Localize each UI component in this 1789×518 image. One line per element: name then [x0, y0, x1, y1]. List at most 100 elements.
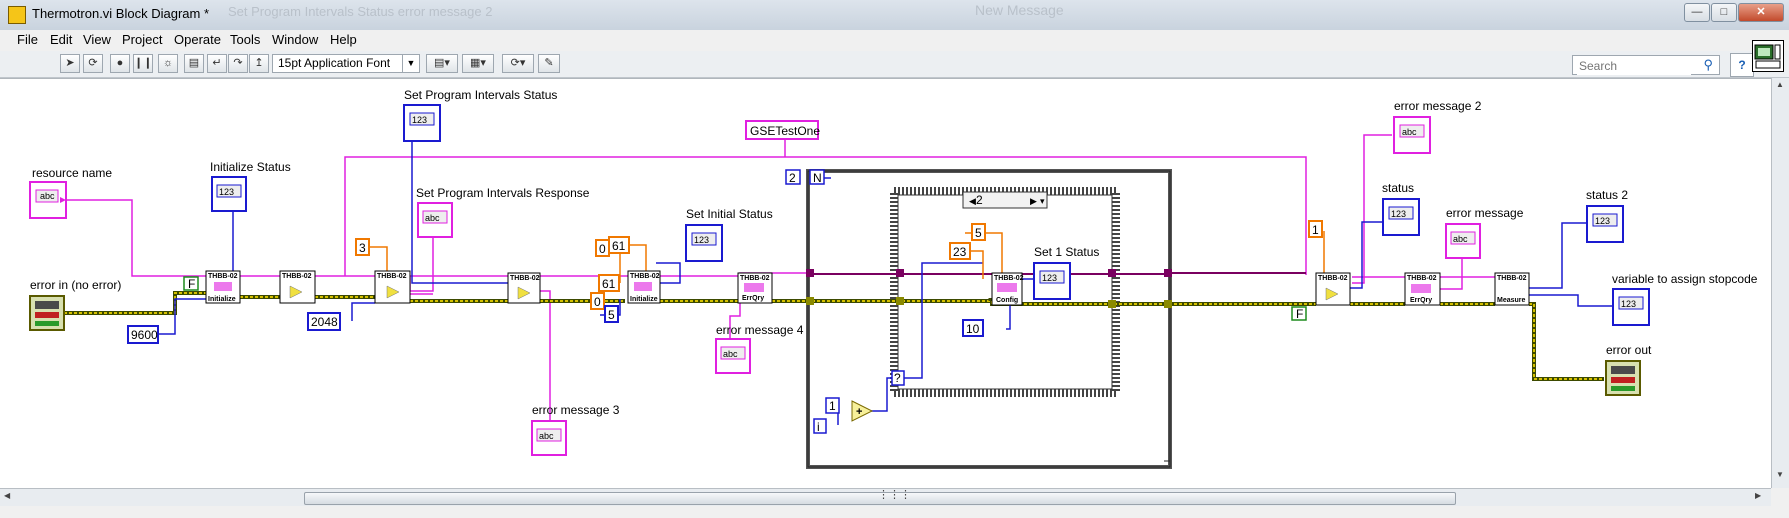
step-over-icon[interactable]: ↷ — [228, 54, 248, 73]
menu-view[interactable]: View — [83, 32, 111, 47]
align-objects-icon[interactable]: ▤▾ — [426, 54, 458, 73]
constant-23[interactable]: 23 — [949, 242, 971, 260]
pause-icon[interactable]: ❙❙ — [133, 54, 153, 73]
step-out-icon[interactable]: ↥ — [249, 54, 269, 73]
constant-61-b[interactable]: 61 — [598, 274, 620, 292]
gse-test-constant-label: GSETestOne — [750, 124, 820, 138]
initialize-status-indicator[interactable]: Initialize Status 123 — [210, 160, 291, 212]
constant-one-loop[interactable]: 1 — [825, 397, 840, 414]
constant-5-a[interactable]: 5 — [604, 305, 619, 323]
set-1-status-indicator[interactable]: Set 1 Status 123 — [1033, 245, 1099, 300]
baud-rate-constant[interactable]: 9600 — [127, 325, 159, 344]
search-box[interactable]: ⚲ — [1572, 55, 1720, 75]
case-selector-terminal[interactable]: ? — [891, 370, 905, 386]
chevron-down-icon: ▼ — [402, 55, 419, 72]
menu-help[interactable]: Help — [330, 32, 357, 47]
subvi-errqry-2[interactable]: THBB-02 ErrQry — [1404, 272, 1441, 306]
maximize-button[interactable]: □ — [1711, 3, 1737, 22]
case-next-icon[interactable]: ▶ — [1030, 196, 1037, 206]
set-program-intervals-response-indicator[interactable]: Set Program Intervals Response abc — [416, 186, 590, 238]
distribute-objects-icon[interactable]: ▦▾ — [462, 54, 494, 73]
constant-1-top[interactable]: 1 — [1308, 220, 1323, 238]
search-icon[interactable]: ⚲ — [1703, 57, 1713, 72]
resource-name-glyph: abc — [40, 191, 55, 201]
subvi-errqry-1[interactable]: THBB-02 ErrQry — [737, 272, 773, 304]
vi-icon[interactable] — [1752, 40, 1784, 72]
loop-count-constant[interactable]: 2 — [785, 169, 801, 185]
menu-file[interactable]: File — [17, 32, 38, 47]
subvi-measure[interactable]: THBB-02 Measure — [1494, 272, 1530, 306]
scroll-grip-icon: ⋮⋮⋮ — [878, 489, 911, 501]
gse-test-constant[interactable]: GSETestOne — [745, 120, 820, 140]
search-input[interactable] — [1577, 57, 1691, 75]
resource-name-control[interactable]: resource name abc — [29, 166, 112, 219]
subvi-3[interactable]: THBB-02 — [374, 270, 411, 304]
menu-tools[interactable]: Tools — [230, 32, 261, 47]
error-in-control[interactable]: error in (no error) — [29, 278, 121, 331]
variable-to-assign-stopcode-indicator[interactable]: variable to assign stopcode 123 — [1612, 272, 1758, 326]
constant-3[interactable]: 3 — [355, 238, 370, 256]
menu-project[interactable]: Project — [122, 32, 163, 47]
case-selector[interactable]: ◀ ▶ ▾ 2 — [962, 191, 1048, 209]
subvi-measure-label: Measure — [1497, 297, 1526, 304]
loop-iteration-terminal[interactable]: i — [813, 418, 827, 434]
clean-up-diagram-icon[interactable]: ✎ — [538, 54, 560, 73]
vertical-scrollbar[interactable]: ▲ ▼ — [1771, 78, 1789, 488]
error-message-2-indicator[interactable]: error message 2 abc — [1393, 99, 1482, 154]
status-2-indicator[interactable]: status 2 123 — [1586, 188, 1628, 243]
menu-edit[interactable]: Edit — [50, 32, 73, 47]
false-constant-2[interactable]: F — [1291, 306, 1307, 321]
constant-0-a[interactable]: 0 — [595, 239, 610, 257]
error-message-3-indicator[interactable]: error message 3 abc — [531, 403, 620, 456]
loop-count-label: N — [813, 171, 822, 185]
subvi-2[interactable]: THBB-02 — [279, 270, 316, 304]
menu-window[interactable]: Window — [272, 32, 319, 47]
run-continuously-icon[interactable]: ⟳ — [83, 54, 103, 73]
error-message-indicator[interactable]: error message abc — [1445, 206, 1524, 259]
subvi-4[interactable]: THBB-02 — [507, 272, 541, 304]
constant-5-b[interactable]: 5 — [971, 223, 986, 241]
subvi-initialize-1[interactable]: THBB-02 Initialize — [205, 270, 241, 304]
constant-2048[interactable]: 2048 — [307, 312, 341, 331]
constant-10[interactable]: 10 — [962, 319, 984, 337]
subvi-config[interactable]: THBB-02 Config — [991, 272, 1024, 306]
error-message-4-indicator[interactable]: error message 4 abc — [715, 323, 804, 374]
status-indicator[interactable]: status 123 — [1382, 181, 1420, 236]
add-function[interactable]: + — [851, 400, 874, 422]
block-diagram-canvas[interactable]: ◀ ▶ ▾ 2 — [0, 78, 1771, 489]
step-into-icon[interactable]: ↵ — [207, 54, 227, 73]
set-program-intervals-status-indicator[interactable]: Set Program Intervals Status 123 — [403, 88, 557, 142]
window-title: Thermotron.vi Block Diagram * — [32, 6, 209, 21]
scroll-left-icon[interactable]: ◀ — [4, 491, 11, 500]
horizontal-scrollbar[interactable]: ◀ ⋮⋮⋮ ▶ — [0, 488, 1771, 507]
scroll-up-icon[interactable]: ▲ — [1776, 80, 1784, 89]
subvi-errqry-2-head: THBB-02 — [1407, 275, 1437, 282]
set-initial-status-indicator[interactable]: Set Initial Status 123 — [685, 207, 773, 262]
retain-wire-values-icon[interactable]: ▤ — [184, 54, 204, 73]
scroll-down-icon[interactable]: ▼ — [1776, 470, 1784, 479]
error-out-indicator[interactable]: error out — [1605, 343, 1652, 396]
subvi-initialize-2[interactable]: THBB-02 Initialize — [627, 270, 661, 304]
menu-operate[interactable]: Operate — [174, 32, 221, 47]
abort-icon[interactable]: ● — [110, 54, 130, 73]
loop-count-terminal[interactable]: N — [809, 169, 825, 185]
subvi-8[interactable]: THBB-02 — [1315, 272, 1351, 306]
run-arrow-icon[interactable]: ➤ — [60, 54, 80, 73]
highlight-execution-icon[interactable]: ☼ — [158, 54, 178, 73]
case-dropdown-icon[interactable]: ▾ — [1040, 196, 1045, 206]
constant-3-label: 3 — [359, 241, 366, 255]
status-bar — [0, 506, 1789, 518]
false-constant-1-label: F — [188, 277, 195, 291]
reorder-icon[interactable]: ⟳▾ — [502, 54, 534, 73]
minimize-button[interactable]: — — [1684, 3, 1710, 22]
constant-61-a[interactable]: 61 — [608, 236, 630, 254]
scroll-right-icon[interactable]: ▶ — [1755, 491, 1762, 500]
constant-0-b[interactable]: 0 — [590, 292, 605, 310]
close-button[interactable]: ✕ — [1738, 3, 1784, 22]
horizontal-scroll-thumb[interactable] — [304, 492, 1456, 505]
case-prev-icon[interactable]: ◀ — [969, 196, 976, 206]
constant-1-top-label: 1 — [1312, 223, 1319, 237]
false-constant-1[interactable]: F — [183, 276, 199, 291]
font-selector[interactable]: 15pt Application Font ▼ — [272, 54, 420, 73]
context-help-button[interactable]: ? — [1730, 53, 1754, 77]
